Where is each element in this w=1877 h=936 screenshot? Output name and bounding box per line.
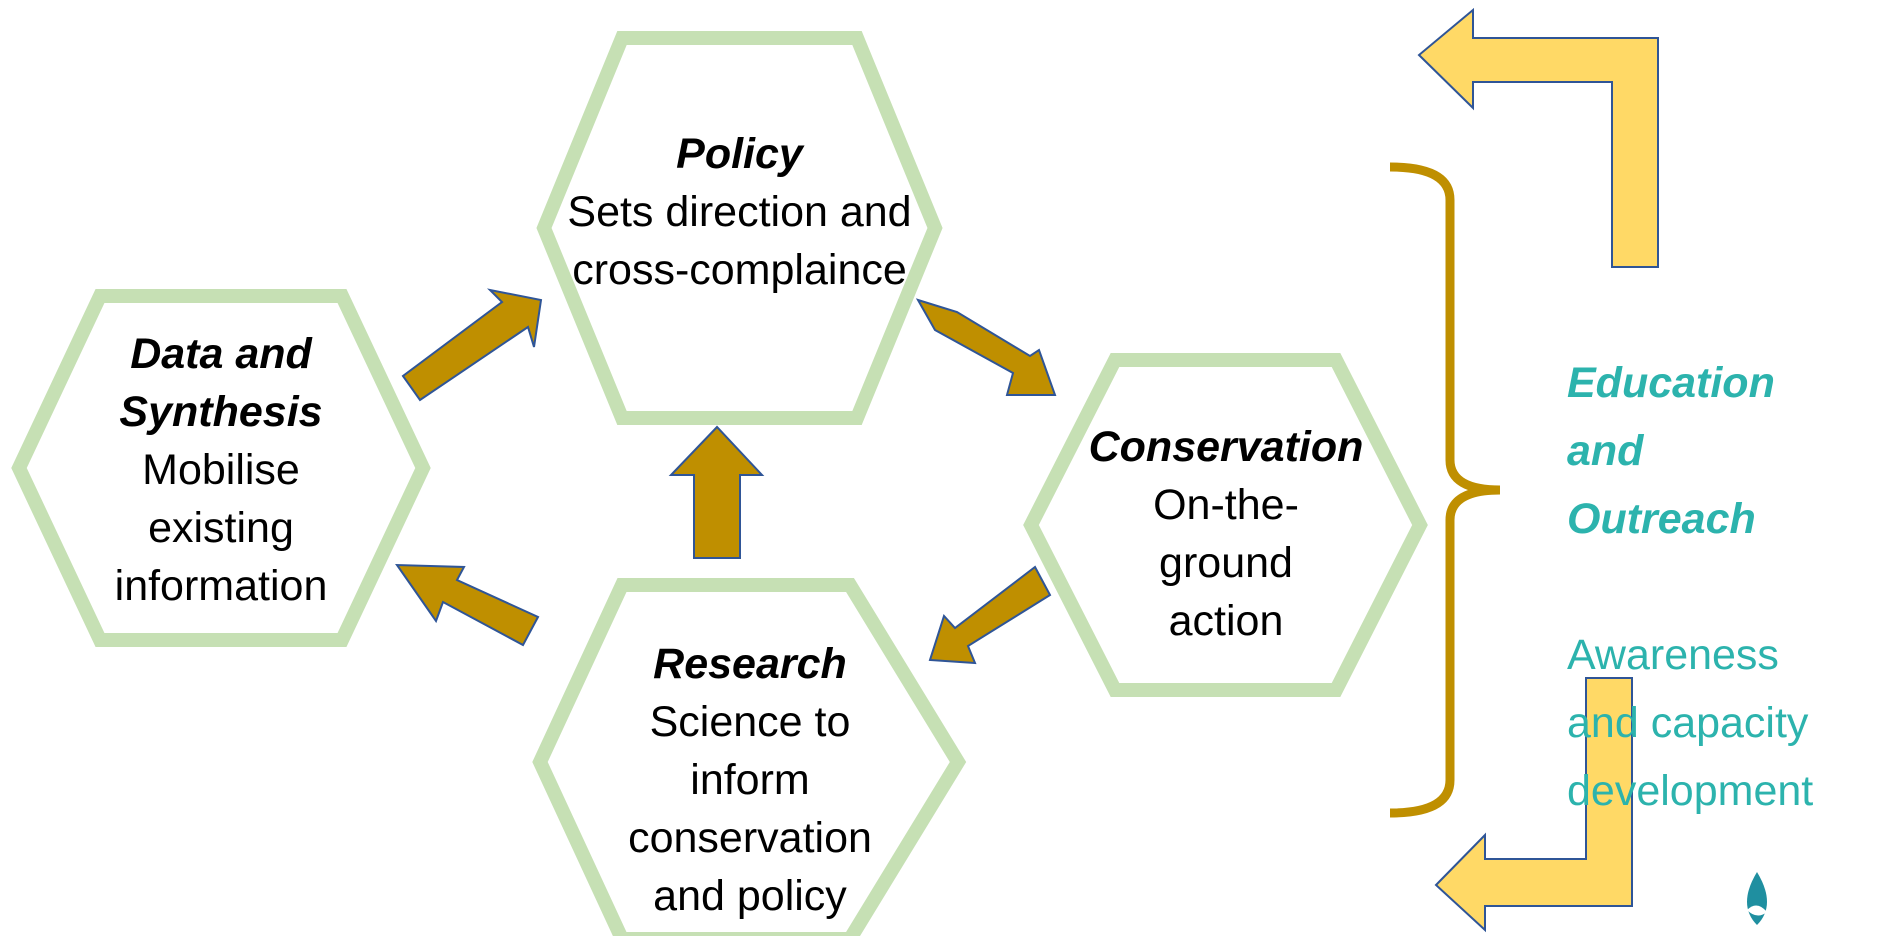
- node-policy-title: Policy: [676, 130, 803, 178]
- node-conservation: Conservation On-the- ground action: [1060, 418, 1392, 650]
- arrow-data-to-policy: [401, 288, 543, 402]
- node-data-desc: Mobilise existing information: [114, 446, 328, 610]
- node-research-title: Research: [653, 640, 847, 688]
- node-policy-desc: Sets direction and cross-complaince: [567, 188, 912, 294]
- arrow-research-to-policy: [668, 425, 765, 559]
- node-research: Research Science to inform conservation …: [580, 635, 920, 925]
- node-data-title: Data and Synthesis: [119, 330, 323, 436]
- outreach-desc: Awareness and capacity development: [1567, 631, 1814, 815]
- bracket-icon: [1389, 162, 1501, 818]
- outreach-title: Education and Outreach: [1567, 359, 1775, 543]
- hexagon-conservation: [1023, 353, 1428, 697]
- outreach-block: Education and Outreach Awareness and cap…: [1567, 281, 1877, 893]
- hexagon-research: [532, 578, 967, 936]
- curved-return-arrow-icon-bottom: [1434, 677, 1633, 933]
- arrow-research-to-data: [395, 563, 540, 647]
- node-policy: Policy Sets direction and cross-complain…: [544, 125, 935, 299]
- hexagon-data: [11, 289, 431, 647]
- arrow-policy-to-conservation: [915, 298, 1057, 396]
- hexagon-policy: [536, 31, 943, 425]
- logo-icon: [1747, 872, 1767, 925]
- arrow-conservation-to-research: [928, 565, 1052, 665]
- node-conservation-desc: On-the- ground action: [1153, 481, 1299, 645]
- node-research-desc: Science to inform conservation and polic…: [628, 698, 872, 920]
- node-conservation-title: Conservation: [1088, 423, 1364, 471]
- node-data: Data and Synthesis Mobilise existing inf…: [40, 325, 402, 615]
- curved-return-arrow-icon-top: [1417, 7, 1659, 268]
